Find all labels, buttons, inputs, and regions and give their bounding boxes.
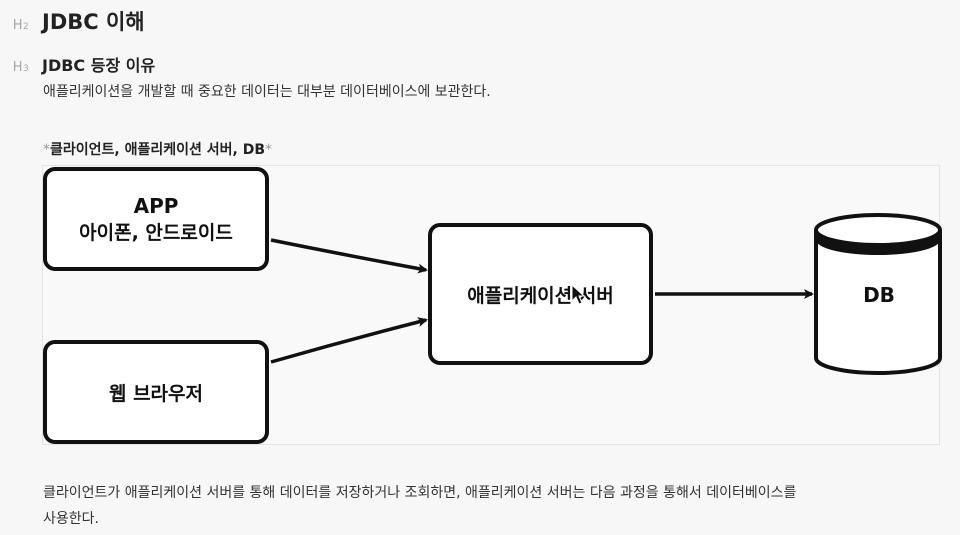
- body-line-2: 사용한다.: [43, 511, 99, 527]
- caption-star-close: *: [265, 142, 272, 158]
- app-box-title: APP: [133, 193, 179, 218]
- server-box-title: 애플리케이션 서버: [467, 284, 614, 307]
- app-box: APP 아이폰, 안드로이드: [43, 167, 269, 271]
- h2-heading: H2 JDBC 이해: [0, 6, 145, 36]
- body-paragraph: 클라이언트가 애플리케이션 서버를 통해 데이터를 저장하거나 조회하면, 애플…: [43, 480, 796, 532]
- h3-title: JDBC 등장 이유: [42, 56, 156, 75]
- app-box-subtitle: 아이폰, 안드로이드: [79, 221, 233, 244]
- caption-star-open: *: [43, 142, 50, 158]
- h3-heading: H3 JDBC 등장 이유: [0, 52, 155, 76]
- caption-text: 클라이언트, 애플리케이션 서버, DB: [50, 142, 265, 158]
- h2-marker: H2: [12, 18, 30, 33]
- intro-paragraph: 애플리케이션을 개발할 때 중요한 데이터는 대부분 데이터베이스에 보관한다.: [43, 84, 491, 100]
- body-line-1: 클라이언트가 애플리케이션 서버를 통해 데이터를 저장하거나 조회하면, 애플…: [43, 485, 797, 501]
- diagram-caption: *클라이언트, 애플리케이션 서버, DB*: [43, 139, 272, 159]
- h3-marker: H3: [12, 60, 30, 75]
- browser-box: 웹 브라우저: [43, 340, 269, 444]
- h2-title: JDBC 이해: [42, 10, 145, 34]
- server-box: 애플리케이션 서버: [428, 223, 653, 365]
- browser-box-title: 웹 브라우저: [108, 382, 203, 405]
- db-label: DB: [863, 283, 895, 307]
